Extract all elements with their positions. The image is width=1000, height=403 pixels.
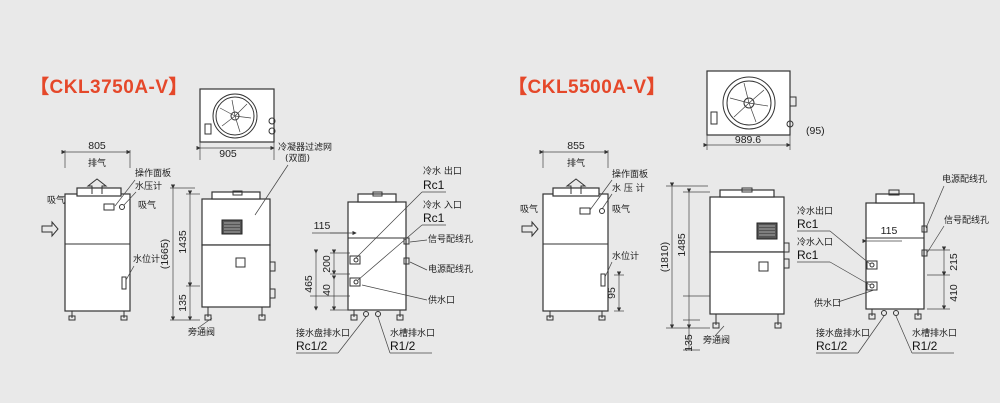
ckl5500-signal-label: 信号配线孔 — [944, 214, 989, 226]
ckl3750-level-label: 水位计 — [133, 253, 160, 265]
ckl5500-height-base-dim: 135 — [683, 334, 695, 352]
ckl5500-tray-drain-label: 接水盘排水口 — [816, 327, 870, 339]
ckl3750-cw-out-spec: Rc1 — [423, 178, 445, 192]
ckl5500-d215-dim: 215 — [948, 253, 960, 271]
ckl5500-side-view: (95) 989.6 旁通阀 (1810) 1485 13 — [659, 70, 825, 352]
ckl3750-supply-label: 供水口 — [428, 294, 455, 306]
ckl5500-cw-out-spec: Rc1 — [797, 217, 819, 231]
ckl5500-gauge-label: 水 压 计 — [612, 182, 645, 194]
ckl5500-cw-in-spec: Rc1 — [797, 248, 819, 262]
ckl3750-height-total-dim: (1665) — [159, 239, 171, 269]
ckl3750-signal-label: 信号配线孔 — [428, 233, 473, 245]
ckl5500-tank-drain-spec: R1/2 — [912, 339, 938, 353]
ckl5500-fan-width-dim: 989.6 — [735, 134, 761, 146]
ckl3750-panel-label: 操作面板 — [135, 167, 171, 179]
ckl5500-tray-drain-spec: Rc1/2 — [816, 339, 848, 353]
ckl3750-tank-drain-spec: R1/2 — [390, 339, 416, 353]
ckl5500-rear-view: 115 215 410 电源配线孔 信号配线孔 冷水出口 Rc1 冷水入口 Rc… — [797, 173, 989, 354]
ckl5500-fan-depth-dim: (95) — [806, 125, 825, 137]
model-title-ckl5500: 【CKL5500A-V】 — [508, 77, 667, 98]
ckl5500-width-dim: 855 — [567, 140, 585, 152]
ckl3750-height-body-dim: 1435 — [177, 230, 189, 254]
ckl3750-front-view: 805 排气 吸气 操作面板 水压计 吸气 水位计 — [41, 140, 171, 321]
ckl5500-intake2-label: 吸气 — [612, 203, 630, 215]
ckl5500-intake-label: 吸气 — [520, 203, 538, 215]
ckl3750-cw-out-label: 冷水 出口 — [423, 165, 462, 177]
ckl3750-fan-width-dim: 905 — [219, 148, 237, 160]
ckl5500-d115-dim: 115 — [881, 225, 898, 237]
ckl3750-tray-drain-label: 接水盘排水口 — [296, 327, 350, 339]
ckl3750-power-label: 电源配线孔 — [428, 263, 473, 275]
ckl5500-tank-drain-label: 水槽排水口 — [912, 327, 957, 339]
ckl5500-supply-label: 供水口 — [814, 297, 841, 309]
ckl5500-height-total-dim: (1810) — [659, 242, 671, 272]
ckl3750-tank-drain-label: 水槽排水口 — [390, 327, 435, 339]
ckl3750-height-base-dim: 135 — [177, 294, 189, 312]
ckl3750-exhaust-label: 排气 — [88, 157, 106, 169]
ckl5500-cw-out-label: 冷水出口 — [797, 205, 833, 217]
ckl3750-filter2-label: (双面) — [285, 153, 310, 164]
ckl5500-cw-in-label: 冷水入口 — [797, 236, 833, 248]
ckl5500-exhaust-label: 排气 — [567, 157, 585, 169]
ckl3750-width-dim: 805 — [88, 140, 106, 152]
ckl3750-side-view: 905 冷凝器过滤网 (双面) 旁通阀 (1665) 1435 135 — [159, 88, 332, 338]
ckl3750-bypass-label: 旁通阀 — [188, 326, 215, 338]
ckl5500-front-view: 855 排气 吸气 操作面板 水 压 计 吸气 水位计 95 — [520, 140, 648, 321]
ckl5500-panel-label: 操作面板 — [612, 168, 648, 180]
ckl5500-power-label: 电源配线孔 — [942, 173, 987, 185]
ckl3750-d465-dim: 465 — [303, 275, 315, 293]
ckl5500-height-body-dim: 1485 — [676, 233, 688, 257]
ckl3750-cw-in-spec: Rc1 — [423, 211, 445, 225]
ckl3750-d40-dim: 40 — [321, 284, 333, 296]
model-title-ckl3750: 【CKL3750A-V】 — [30, 77, 189, 98]
ckl5500-level-label: 水位计 — [612, 250, 639, 262]
ckl5500-d410-dim: 410 — [948, 284, 960, 302]
ckl3750-filter-label: 冷凝器过滤网 — [278, 141, 332, 153]
ckl3750-intake-label: 吸气 — [47, 194, 65, 206]
ckl3750-cw-in-label: 冷水 入口 — [423, 199, 462, 211]
ckl3750-gauge-label: 水压计 — [135, 180, 162, 192]
ckl3750-rear-view: 115 200 465 40 冷水 出口 Rc1 冷水 入口 Rc1 信号配线孔… — [296, 165, 473, 354]
ckl3750-d200-dim: 200 — [321, 255, 333, 273]
ckl3750-tray-drain-spec: Rc1/2 — [296, 339, 328, 353]
ckl3750-d115-dim: 115 — [314, 220, 331, 232]
ckl5500-bypass-label: 旁通阀 — [703, 334, 730, 346]
ckl3750-intake2-label: 吸气 — [138, 199, 156, 211]
ckl5500-d95-dim: 95 — [606, 287, 618, 299]
